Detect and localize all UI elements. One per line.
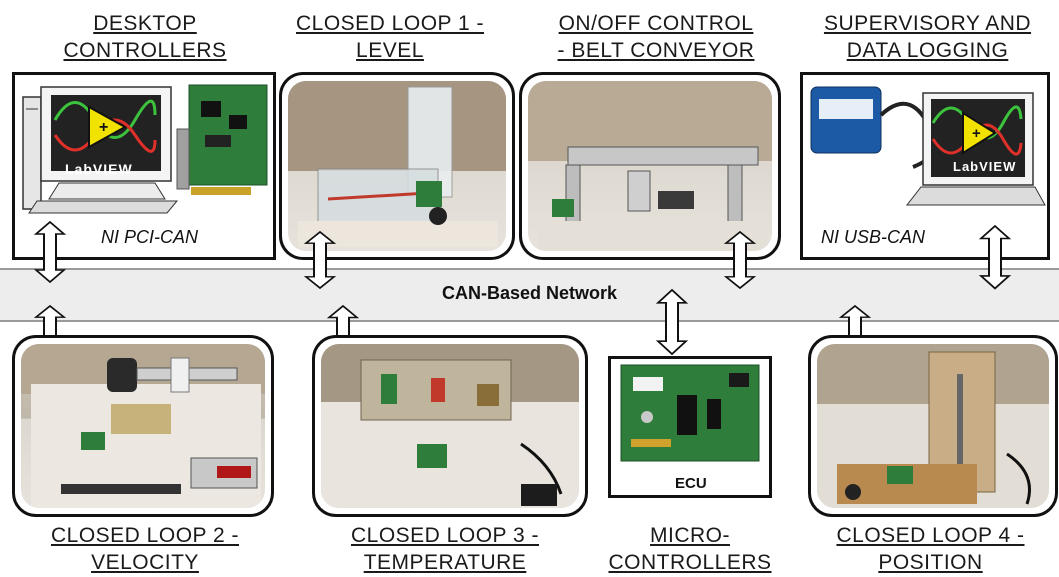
title-closed-loop-3: CLOSED LOOP 3 - TEMPERATURE	[350, 524, 539, 574]
belt-conveyor-photo	[528, 81, 772, 251]
connector-arrow-loop1	[305, 231, 335, 289]
connector-arrow-desktop	[35, 221, 65, 283]
labview-logo: LabVIEW	[65, 161, 133, 177]
velocity-plant-photo	[21, 344, 265, 508]
position-plant-photo	[817, 344, 1049, 508]
can-network-bus	[0, 268, 1059, 322]
connector-arrow-ecu	[657, 289, 687, 355]
labview-logo-laptop: LabVIEW	[953, 159, 1017, 174]
title-on-off-control: ON/OFF CONTROL - BELT CONVEYOR	[557, 12, 755, 62]
desktop-computer-illustration: +	[22, 84, 268, 214]
usb-can-laptop-illustration: +	[810, 86, 1046, 206]
supervisory-data-logging-panel: + LabVIEW NI USB-CAN	[800, 72, 1050, 260]
title-closed-loop-2: CLOSED LOOP 2 - VELOCITY	[50, 524, 239, 574]
can-network-label: CAN-Based Network	[441, 283, 618, 303]
ecu-board-photo	[620, 364, 760, 462]
title-closed-loop-4: CLOSED LOOP 4 - POSITION	[836, 524, 1025, 574]
closed-loop-1-level-panel	[279, 72, 515, 260]
closed-loop-4-position-panel	[808, 335, 1058, 517]
connector-arrow-conveyor	[725, 231, 755, 289]
micro-controllers-panel: ECU	[608, 356, 772, 498]
title-micro-controllers: MICRO- CONTROLLERS	[608, 524, 772, 574]
ni-pci-can-label: NI PCI-CAN	[101, 227, 199, 247]
closed-loop-3-temperature-panel	[312, 335, 588, 517]
connector-arrow-supervisory	[980, 225, 1010, 290]
level-plant-photo	[288, 81, 506, 251]
svg-text:+: +	[972, 125, 981, 142]
desktop-controllers-panel: + LabVIEW NI PCI-CAN	[12, 72, 276, 260]
ecu-label: ECU	[675, 475, 707, 492]
closed-loop-2-velocity-panel	[12, 335, 274, 517]
ni-usb-can-label: NI USB-CAN	[821, 227, 926, 247]
svg-text:+: +	[99, 119, 108, 136]
title-closed-loop-1: CLOSED LOOP 1 - LEVEL	[295, 12, 484, 62]
title-desktop-controllers: DESKTOP CONTROLLERS	[63, 12, 227, 62]
temperature-plant-photo	[321, 344, 579, 508]
on-off-belt-conveyor-panel	[519, 72, 781, 260]
title-supervisory: SUPERVISORY AND DATA LOGGING	[823, 12, 1032, 62]
